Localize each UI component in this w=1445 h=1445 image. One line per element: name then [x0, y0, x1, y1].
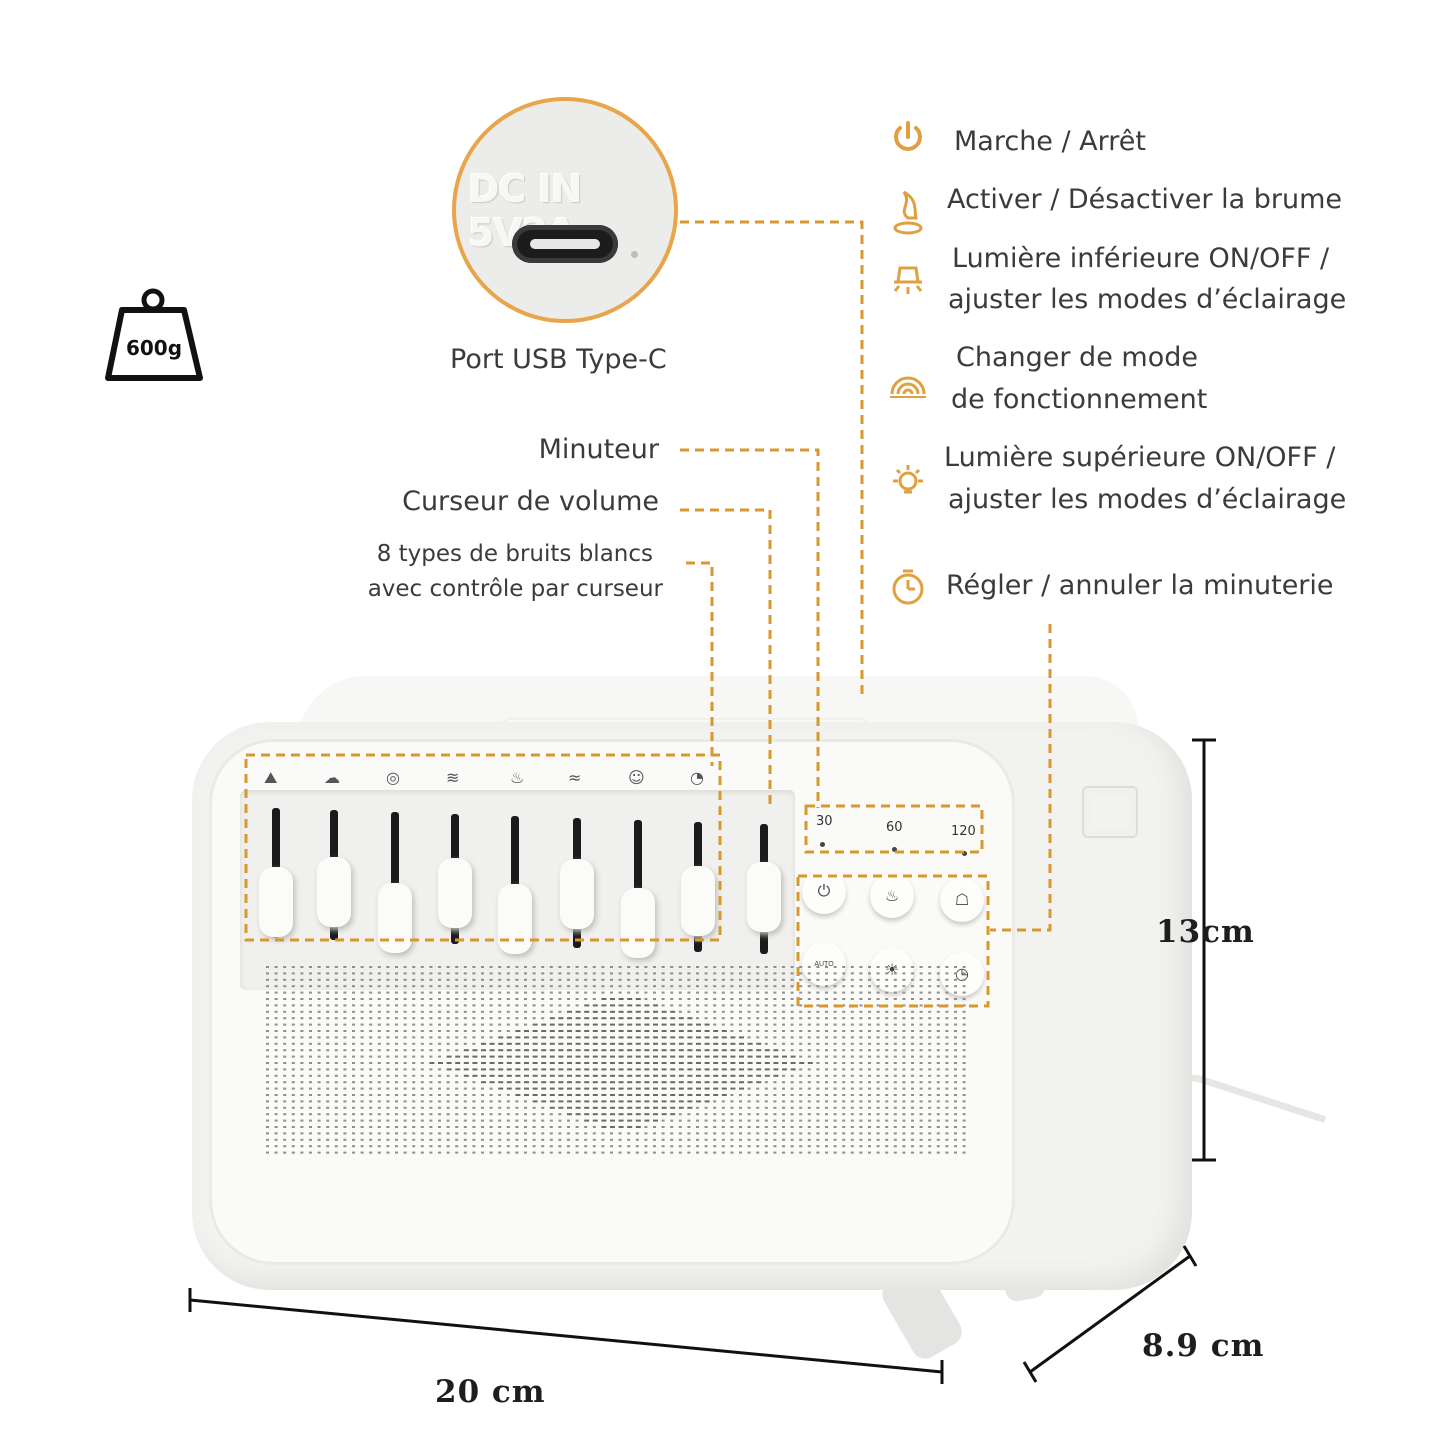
- port-label: Port USB Type-C: [450, 344, 667, 375]
- noise-slider-knob[interactable]: [317, 857, 351, 927]
- mode-button[interactable]: AUTO: [802, 942, 846, 986]
- fan-icon: ◎: [386, 768, 400, 787]
- dimension-depth: 8.9 cm: [1142, 1328, 1265, 1364]
- legend-timer: Régler / annuler la minuterie: [946, 570, 1334, 601]
- fire-icon: ♨: [510, 768, 525, 787]
- power-button[interactable]: ⏻: [802, 870, 846, 914]
- legend-top-light-line1: Lumière supérieure ON/OFF /: [944, 442, 1336, 473]
- timer-30: 30: [816, 814, 833, 829]
- weight-label: 600g: [125, 336, 183, 360]
- timer-icon: [888, 567, 928, 607]
- timer-led-30: [820, 842, 825, 847]
- wind-icon: ≋: [446, 768, 460, 787]
- mode-icon: [888, 364, 928, 404]
- weight-icon: [105, 288, 203, 381]
- noise-slider-knob[interactable]: [259, 867, 293, 937]
- legend-mist: Activer / Désactiver la brume: [947, 184, 1342, 215]
- label-volume: Curseur de volume: [402, 486, 659, 517]
- weight-indicator: 600g: [100, 288, 210, 388]
- dimension-height: 13cm: [1156, 914, 1255, 950]
- noise-slider-knob[interactable]: [621, 888, 655, 958]
- timer-led-120: [962, 851, 967, 856]
- timer-60: 60: [886, 820, 903, 835]
- timer-led-60: [892, 847, 897, 852]
- label-timer: Minuteur: [538, 434, 659, 465]
- bottom-light-button[interactable]: ☖: [940, 878, 984, 922]
- noise-slider-knob[interactable]: [681, 866, 715, 936]
- frog-icon: ☺: [628, 768, 645, 787]
- mist-icon: [890, 186, 930, 238]
- legend-power: Marche / Arrêt: [954, 126, 1146, 157]
- timer-scale: 30 60 120: [808, 810, 988, 860]
- power-icon: [888, 118, 928, 158]
- usb-c-socket: [512, 225, 618, 263]
- label-noises-line1: 8 types de bruits blancs: [376, 541, 653, 567]
- noise-slider-knob[interactable]: [498, 884, 532, 954]
- control-buttons: ⏻ ♨ ☖ AUTO ☀ ◷: [796, 862, 996, 1012]
- thunderstorm-icon: ☁: [324, 768, 340, 787]
- usb-port-closeup: DC IN 5V2A: [452, 97, 678, 323]
- stream-icon: ≈: [568, 768, 582, 787]
- legend-top-light-line2: ajuster les modes d’éclairage: [948, 484, 1347, 515]
- legend-mode-line2: de fonctionnement: [951, 384, 1208, 415]
- mist-button[interactable]: ♨: [870, 874, 914, 918]
- noise-slider-knob[interactable]: [560, 859, 594, 929]
- timer-button[interactable]: ◷: [940, 952, 984, 996]
- dimension-width: 20 cm: [435, 1374, 546, 1410]
- mountain-icon: ⛰: [264, 768, 278, 787]
- timer-120: 120: [951, 824, 976, 839]
- top-light-icon: [888, 462, 928, 502]
- top-light-button[interactable]: ☀: [870, 948, 914, 992]
- volume-slider-knob[interactable]: [747, 862, 781, 932]
- noise-slider-knob[interactable]: [438, 858, 472, 928]
- label-noises-line2: avec contrôle par curseur: [367, 576, 663, 602]
- side-handle: [1084, 788, 1136, 836]
- noise-slider-knob[interactable]: [378, 883, 412, 953]
- legend-bottom-light-line2: ajuster les modes d’éclairage: [948, 284, 1347, 315]
- legend-bottom-light-line1: Lumière inférieure ON/OFF /: [952, 243, 1330, 274]
- bird-icon: ◔: [690, 768, 704, 787]
- bottom-light-icon: [888, 260, 928, 300]
- legend-mode-line1: Changer de mode: [956, 342, 1198, 373]
